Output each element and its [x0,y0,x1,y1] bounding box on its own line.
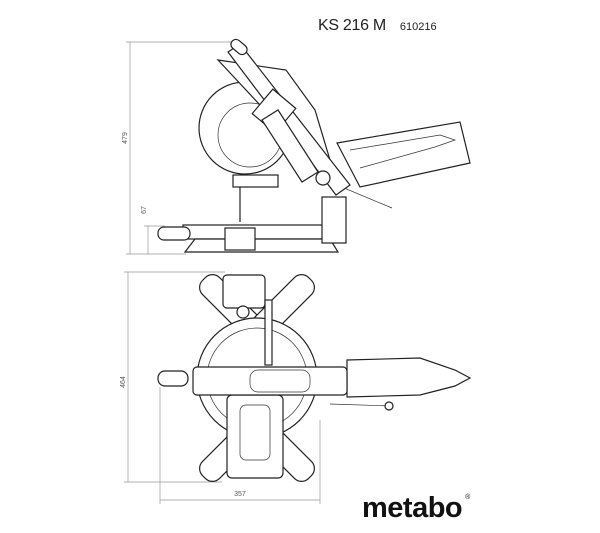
dimension-width: 357 [159,387,321,504]
saw-top-view [157,274,472,482]
dimension-table-height: 67 [141,206,165,254]
dimension-height-total: 479 [122,41,232,255]
registered-mark: ® [465,494,471,501]
power-cord-top [329,403,393,407]
side-handle-knob [157,226,191,241]
dimension-depth: 464 [120,271,225,483]
dimension-label-67: 67 [141,206,148,214]
saw-arm [192,366,348,396]
model-title: KS 216 M [318,17,386,34]
part-number: 610216 [399,21,437,33]
handle-grip [230,38,248,56]
metabo-logo: metabo [362,492,463,524]
dimension-label-357: 357 [234,491,246,498]
brand-logo: metabo ® [362,494,470,523]
saw-base [182,224,339,240]
saw-side-view [157,38,471,253]
front-handle-knob [157,370,189,387]
header: KS 216 M 610216 [318,17,437,35]
dimension-label-464: 464 [120,376,127,388]
dust-bag-top [346,357,472,398]
motor-housing [226,394,284,479]
dust-bag [336,121,471,188]
pivot-column [321,196,347,244]
dimension-label-479: 479 [122,132,129,144]
